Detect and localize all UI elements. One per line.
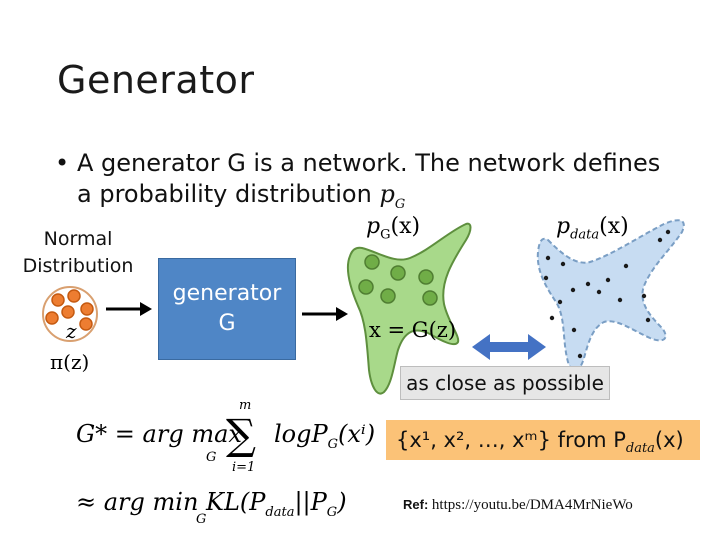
- normal-distribution-icon: [42, 286, 98, 342]
- pg-label: pG(x): [366, 214, 421, 243]
- input-arrow: [106, 302, 152, 316]
- bullet-text-container: A generator G is a network. The network …: [77, 148, 667, 220]
- reference-link[interactable]: https://youtu.be/DMA4MrNieWo: [431, 497, 633, 513]
- sum-symbol: ∑: [226, 410, 256, 459]
- sum-bottom: i=1: [232, 460, 256, 475]
- generator-box: generator G: [158, 258, 296, 360]
- generator-line2: G: [218, 311, 236, 336]
- x-equals-g-z-label: x = G(z): [369, 318, 457, 342]
- page-title: Generator: [57, 58, 255, 102]
- formula2-under: G: [196, 512, 207, 527]
- reference-label: Ref:: [403, 497, 429, 512]
- samples-arg: (x): [654, 428, 684, 452]
- pi-z-label: π(z): [50, 350, 90, 374]
- normal-distribution-label: Normal Distribution: [14, 226, 142, 280]
- pg-distribution-shape: [346, 222, 472, 395]
- bullet-text: A generator G is a network. The network …: [77, 149, 661, 208]
- pdata-label: pdata(x): [556, 214, 629, 243]
- pdata-distribution-shape: [536, 219, 685, 372]
- normal-label-line1: Normal: [43, 228, 113, 250]
- formula1-rest: logPG(xⁱ): [274, 420, 376, 452]
- formula-argmin: ≈ arg min KL(Pdata||PG) G: [76, 488, 347, 527]
- output-arrow: [302, 307, 348, 321]
- bullet-dot-icon: •: [55, 149, 70, 177]
- close-as-possible-label: as close as possible: [400, 366, 610, 400]
- reference: Ref: https://youtu.be/DMA4MrNieWo: [403, 497, 633, 514]
- samples-set-text: {x¹, x², …, xᵐ} from P: [396, 428, 626, 452]
- normal-label-line2: Distribution: [22, 255, 134, 277]
- z-symbol: z: [65, 319, 77, 343]
- bullet-pg-symbol: pG: [379, 180, 406, 212]
- comparison-double-arrow: [472, 334, 546, 360]
- generator-line1: generator: [172, 281, 282, 306]
- samples-box: {x¹, x², …, xᵐ} from Pdata(x): [386, 420, 700, 460]
- formula1-under: G: [206, 450, 217, 465]
- formula-argmax: G* = arg max G m ∑ i=1 logPG(xⁱ): [76, 398, 376, 475]
- sum-top: m: [239, 398, 252, 413]
- samples-sub: data: [625, 441, 655, 457]
